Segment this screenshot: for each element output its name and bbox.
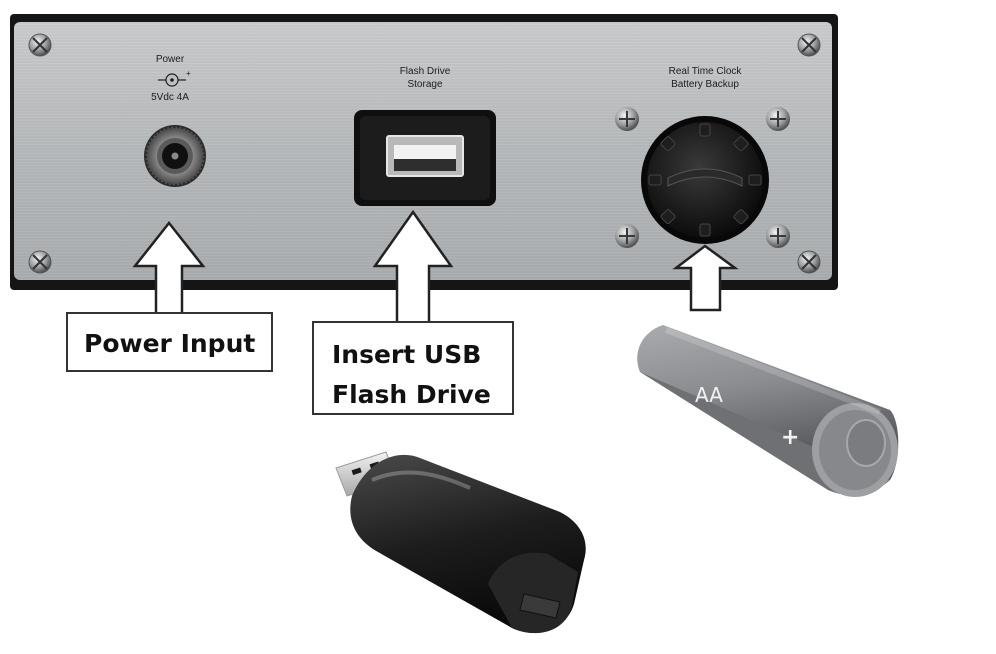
battery-cap-icon bbox=[641, 116, 769, 244]
power-label: Power bbox=[155, 54, 185, 65]
screw-icon bbox=[615, 224, 639, 248]
rtc-label-line1: Real Time Clock bbox=[668, 66, 742, 77]
screw-icon bbox=[28, 250, 52, 274]
callout-insert-usb: Insert USB Flash Drive bbox=[312, 321, 514, 415]
usb-storage-label-line2: Storage bbox=[407, 79, 443, 90]
callout-power-input: Power Input bbox=[66, 312, 273, 372]
usb-port-icon bbox=[354, 110, 496, 206]
rtc-label-line2: Battery Backup bbox=[671, 79, 739, 90]
callout-power-input-text: Power Input bbox=[84, 329, 256, 358]
usb-drive-icon bbox=[335, 451, 586, 634]
arrow-up-icon bbox=[372, 209, 454, 325]
callout-insert-usb-line1: Insert USB bbox=[332, 340, 482, 369]
screw-icon bbox=[766, 224, 790, 248]
usb-storage-label-line1: Flash Drive bbox=[399, 66, 451, 77]
svg-text:+: + bbox=[186, 69, 191, 78]
arrow-up-icon bbox=[132, 220, 206, 320]
screw-icon bbox=[766, 107, 790, 131]
aa-battery-icon bbox=[637, 325, 899, 497]
screw-icon bbox=[797, 250, 821, 274]
battery-polarity-label: + bbox=[781, 425, 799, 450]
arrow-up-icon bbox=[672, 244, 739, 312]
screw-icon bbox=[28, 33, 52, 57]
power-rating-label: 5Vdc 4A bbox=[151, 92, 189, 103]
screw-icon bbox=[797, 33, 821, 57]
dc-polarity-icon: + bbox=[158, 69, 191, 87]
battery-type-label: AA bbox=[695, 383, 723, 407]
screw-icon bbox=[615, 107, 639, 131]
dc-jack-icon bbox=[144, 125, 206, 187]
callout-insert-usb-line2: Flash Drive bbox=[332, 380, 491, 409]
